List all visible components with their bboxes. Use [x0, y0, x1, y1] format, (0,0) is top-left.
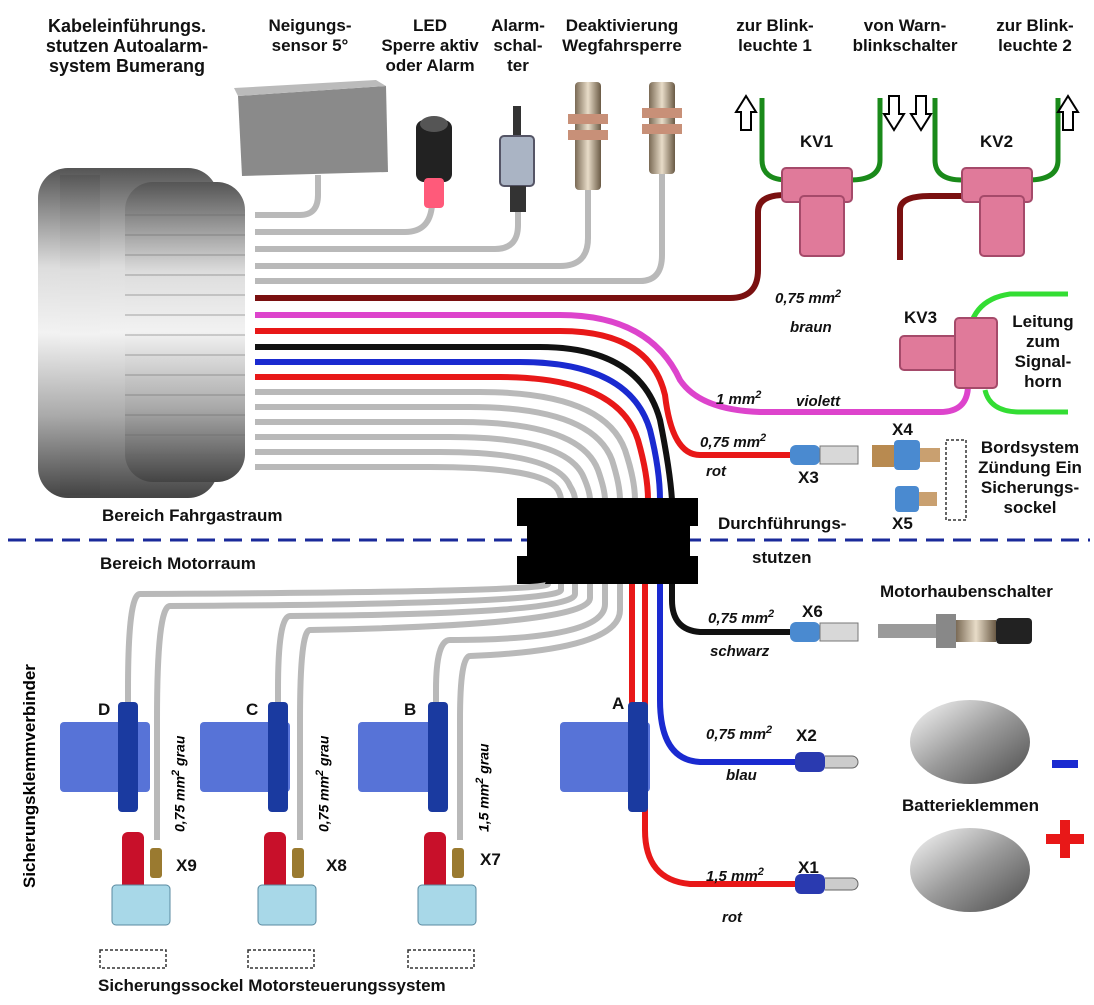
alarm-switch [499, 106, 535, 212]
label-c: C [246, 700, 259, 719]
plus-sign [1046, 820, 1084, 858]
label-a: A [612, 694, 625, 713]
label-indicator-2: zur Blink-leuchte 2 [996, 16, 1074, 55]
label-x8: X8 [326, 856, 347, 875]
kv1-connector [781, 167, 853, 257]
fuse-socket-dashed [945, 439, 967, 521]
red-wire-1-size: 0,75 mm2 [700, 432, 767, 451]
horn-wire-bottom [982, 389, 1068, 415]
label-battery-clamps: Batterieklemmen [902, 796, 1040, 815]
label-b: B [404, 700, 417, 719]
label-x3: X3 [798, 468, 819, 487]
label-kv2: KV2 [980, 132, 1014, 151]
led-indicator [416, 116, 452, 208]
sensor-wires [255, 170, 665, 284]
label-x9: X9 [176, 856, 197, 875]
blue-wire-color: blau [726, 767, 757, 784]
label-indicator-1: zur Blink-leuchte 1 [736, 16, 814, 55]
fuse-holder-b [358, 702, 477, 926]
x5-terminal [895, 486, 937, 512]
grey-wire-c-label: 0,75 mm2 grau [314, 735, 332, 832]
kv3-connector [899, 317, 998, 389]
brown-wire [255, 192, 786, 301]
fuse-holder-a [560, 702, 650, 812]
fuse-holder-d [60, 702, 171, 926]
black-wire-color: schwarz [710, 643, 770, 660]
grey-wire-d-label: 0,75 mm2 grau [170, 735, 188, 832]
immobilizer-bolt-2 [642, 82, 682, 174]
brown-wire-kv2 [897, 193, 965, 260]
x3-terminal [790, 445, 859, 465]
label-passenger-area: Bereich Fahrgastraum [102, 506, 283, 525]
label-cable-gland: Kabeleinführungs.stutzen Autoalarm-syste… [45, 16, 209, 76]
brown-wire-size: 0,75 mm2 [775, 288, 842, 307]
label-tilt-sensor: Neigungs-sensor 5° [268, 16, 352, 55]
label-feedthrough-2: stutzen [752, 548, 812, 567]
label-x2: X2 [796, 726, 817, 745]
battery-clamp-minus [910, 700, 1030, 784]
indicator-wires [759, 98, 1061, 183]
red-wire-2-color: rot [722, 909, 742, 926]
violet-wire-color: violett [796, 393, 841, 410]
label-hood-switch: Motorhaubenschalter [880, 582, 1053, 601]
cable-gland [38, 168, 245, 498]
label-fuse-socket-engine: Sicherungssockel Motorsteuerungssystem [98, 976, 446, 995]
fuse-socket-boxes [99, 949, 475, 969]
label-x5: X5 [892, 514, 913, 533]
red-wire-2-size: 1,5 mm2 [706, 866, 764, 885]
blue-wire-size: 0,75 mm2 [706, 724, 773, 743]
hood-switch [878, 614, 1032, 648]
label-hazard-switch: von Warn-blinkschalter [852, 16, 958, 55]
minus-sign [1052, 760, 1078, 768]
x2-terminal [795, 752, 859, 772]
tilt-sensor [234, 80, 388, 176]
brown-wire-color: braun [790, 319, 832, 336]
grey-wire-b-label: 1,5 mm2 grau [474, 743, 492, 832]
x6-terminal [790, 622, 859, 642]
x4-terminal [872, 440, 940, 470]
kv2-connector [961, 167, 1033, 257]
harness-wires [255, 312, 971, 501]
engine-bay-wires [125, 581, 795, 887]
direction-arrows [734, 94, 1080, 132]
label-feedthrough-1: Durchführungs- [718, 514, 847, 533]
label-engine-area: Bereich Motorraum [100, 554, 256, 573]
label-kv1: KV1 [800, 132, 834, 151]
battery-clamp-plus [910, 828, 1030, 912]
red-wire-1-color: rot [706, 463, 726, 480]
label-x6: X6 [802, 602, 823, 621]
immobilizer-bolt-1 [568, 82, 608, 190]
fuse-holder-c [200, 702, 317, 926]
label-x4: X4 [892, 420, 913, 439]
label-x7: X7 [480, 850, 501, 869]
label-d: D [98, 700, 111, 719]
x1-terminal [795, 874, 859, 894]
feedthrough-grommet [517, 498, 698, 584]
violet-wire-size: 1 mm2 [716, 389, 762, 408]
label-fuse-clamp-connector: Sicherungsklemmverbinder [20, 664, 39, 888]
label-alarm-switch: Alarm-schal-ter [491, 16, 545, 75]
label-kv3: KV3 [904, 308, 938, 327]
black-wire-size: 0,75 mm2 [708, 608, 775, 627]
label-x1: X1 [798, 858, 819, 877]
